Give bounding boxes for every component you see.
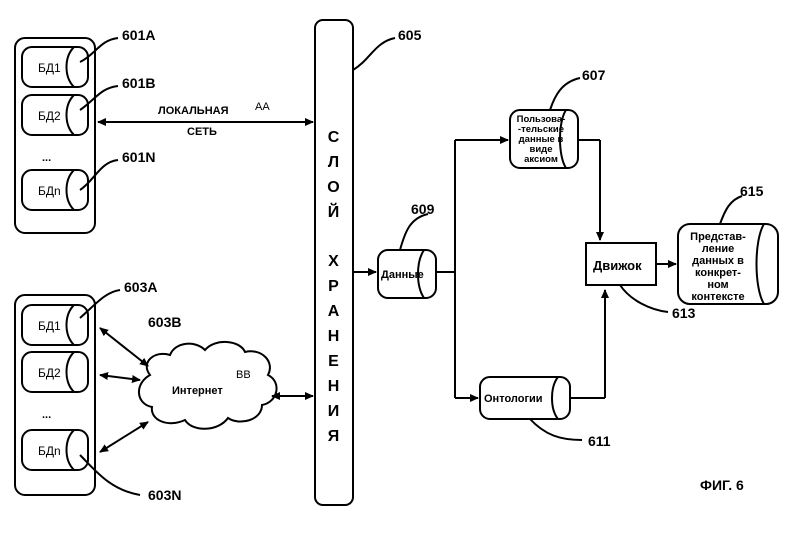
output-lines-line: ление	[702, 243, 734, 255]
leader-605	[353, 38, 395, 70]
internet-db-n-label: БДn	[38, 444, 61, 458]
engine-node-label: Движок	[593, 258, 642, 273]
leader-609	[400, 214, 428, 250]
leader-607	[550, 78, 580, 110]
internet-cloud: Интернет BB	[139, 342, 277, 429]
ref-613: 613	[672, 305, 696, 321]
local-db-1-label: БД1	[38, 61, 61, 75]
leader-615	[720, 196, 742, 224]
output-lines-line: данных в	[692, 255, 744, 267]
ontology-node-label: Онтологии	[484, 393, 543, 405]
leader-603n	[80, 455, 140, 495]
storage-layer-letter: О	[327, 179, 340, 196]
local-db-n: БДn	[22, 170, 88, 210]
storage-layer-letter: Я	[328, 428, 341, 445]
local-network-link: ЛОКАЛЬНАЯ AA СЕТЬ	[98, 101, 313, 138]
ref-611: 611	[588, 433, 611, 449]
local-db-2-label: БД2	[38, 109, 61, 123]
storage-layer-letter: И	[328, 403, 341, 420]
local-db-ellipsis: ...	[42, 152, 51, 164]
ref-607: 607	[582, 67, 606, 83]
storage-layer-letter: Н	[328, 328, 341, 345]
local-db-n-label: БДn	[38, 184, 61, 198]
storage-layer-letter: С	[328, 129, 341, 146]
output-lines-line: Представ-	[690, 231, 746, 243]
ref-601n: 601N	[122, 149, 155, 165]
axioms-node: Пользова--тельскиеданные ввидеаксиом 607	[510, 67, 606, 168]
storage-layer-letter: Е	[328, 353, 340, 370]
local-db-2: БД2	[22, 95, 88, 135]
ontology-node: Онтологии 611	[480, 377, 611, 449]
ref-609: 609	[411, 201, 435, 217]
local-db-1: БД1	[22, 47, 88, 87]
ref-615: 615	[740, 183, 764, 199]
local-network-label-line1: ЛОКАЛЬНАЯ	[158, 105, 229, 117]
local-network-tag: AA	[255, 101, 270, 113]
internet-db-n: БДn	[22, 430, 88, 470]
output-lines-line: контексте	[691, 291, 744, 303]
storage-layer-letter: Л	[328, 154, 340, 171]
local-network-label-line2: СЕТЬ	[187, 126, 217, 138]
data-node-label: Данные	[381, 269, 424, 281]
internet-db-2-label: БД2	[38, 366, 61, 380]
internet-label: Интернет	[172, 385, 223, 397]
storage-layer-letter: Р	[328, 278, 340, 295]
output-lines-line: конкрет-	[695, 267, 741, 279]
storage-layer-letter: А	[328, 303, 341, 320]
leader-613	[620, 285, 668, 312]
output-node-label: Представ-лениеданных вконкрет-номконтекс…	[690, 231, 746, 303]
output-lines-line: ном	[707, 279, 728, 291]
internet-db-1: БД1	[22, 305, 88, 345]
ref-605: 605	[398, 27, 422, 43]
ref-603b: 603B	[148, 314, 181, 330]
figure-label: ФИГ. 6	[700, 477, 744, 493]
ref-603n: 603N	[148, 487, 181, 503]
output-node: Представ-лениеданных вконкрет-номконтекс…	[678, 183, 778, 304]
data-node: Данные 609	[378, 201, 436, 298]
ref-603a: 603A	[124, 279, 157, 295]
storage-layer-letter: Х	[328, 253, 340, 270]
storage-layer-letter: Й	[328, 202, 341, 221]
ref-601b: 601B	[122, 75, 155, 91]
ref-601a: 601A	[122, 27, 155, 43]
axioms-lines-line: аксиом	[524, 154, 558, 165]
internet-db-ellipsis: ...	[42, 409, 51, 421]
internet-db-1-label: БД1	[38, 319, 61, 333]
internet-tag: BB	[236, 369, 251, 381]
data-branch	[436, 140, 508, 398]
leader-611	[530, 419, 582, 440]
storage-layer-letter: Н	[328, 378, 341, 395]
internet-db-2: БД2	[22, 352, 88, 392]
local-db-group: БД1 БД2 ... БДn 601A 601B 601N	[15, 27, 155, 233]
